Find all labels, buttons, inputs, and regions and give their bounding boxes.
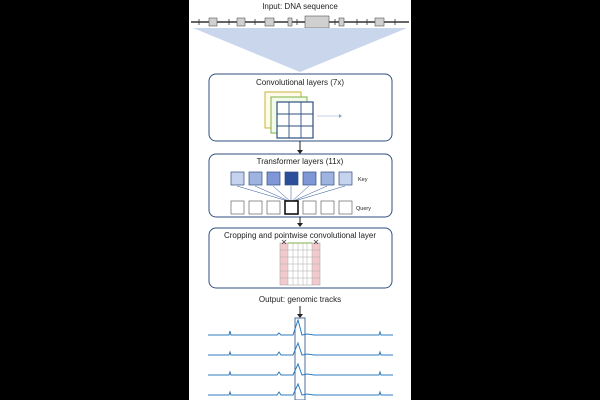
query-token-active — [284, 200, 299, 215]
genomic-track — [208, 318, 393, 336]
attention-lines — [236, 185, 346, 203]
architecture-diagram: Input: DNA sequence Convolutional layers — [191, 2, 409, 400]
crop-grid-icon — [279, 239, 321, 286]
input-funnel — [193, 28, 407, 72]
genomic-track — [208, 341, 393, 356]
input-title: Input: DNA sequence — [262, 2, 338, 11]
genomic-track — [208, 382, 393, 396]
key-token — [230, 171, 245, 186]
query-token — [338, 200, 353, 215]
conv-filters-icon — [264, 91, 342, 139]
key-token — [320, 171, 335, 186]
arrow-transformer-to-cropping — [297, 217, 303, 227]
dna-sequence — [191, 15, 409, 29]
cropping-title: Cropping and pointwise convolutional lay… — [224, 231, 376, 240]
query-token — [302, 200, 317, 215]
key-token — [284, 171, 299, 186]
key-token — [338, 171, 353, 186]
transformer-title: Transformer layers (11x) — [257, 157, 344, 166]
key-token — [248, 171, 263, 186]
cropping-layer-box: Cropping and pointwise convolutional lay… — [208, 227, 393, 289]
crop-x-mark-right — [313, 239, 319, 245]
query-token — [320, 200, 335, 215]
conv-title: Convolutional layers (7x) — [256, 78, 344, 87]
key-tokens — [230, 171, 353, 186]
figure-panel: Input: DNA sequence Convolutional layers — [189, 0, 411, 400]
genomic-track — [208, 362, 393, 376]
key-token — [266, 171, 281, 186]
dna-exons — [208, 15, 385, 29]
transformer-layers-box: Transformer layers (11x) Key — [208, 153, 393, 218]
query-token — [266, 200, 281, 215]
key-label: Key — [358, 177, 368, 183]
output-highlight-box — [294, 317, 306, 400]
key-token — [302, 171, 317, 186]
query-token — [248, 200, 263, 215]
arrow-to-output — [297, 306, 303, 318]
dna-ticks — [198, 19, 396, 25]
query-tokens — [230, 200, 353, 215]
genomic-tracks — [208, 318, 393, 396]
crop-x-mark-left — [281, 239, 287, 245]
query-token — [230, 200, 245, 215]
arrow-conv-to-transformer — [297, 141, 303, 154]
conv-layers-box: Convolutional layers (7x) — [208, 73, 393, 142]
query-label: Query — [356, 206, 371, 212]
output-title: Output: genomic tracks — [259, 295, 341, 304]
